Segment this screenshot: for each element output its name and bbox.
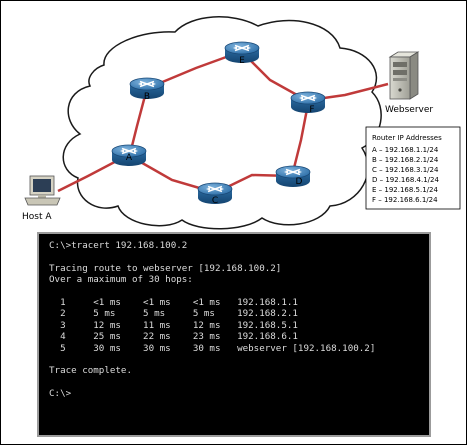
svg-text:C: C: [212, 196, 218, 206]
ip-line-c: C – 192.168.3.1/24: [372, 166, 439, 174]
terminal-line: 2 5 ms 5 ms 5 ms 192.168.2.1: [49, 308, 298, 320]
router-c: C: [197, 182, 233, 206]
host-computer-icon: [24, 175, 61, 206]
webserver-label: Webserver: [385, 105, 433, 115]
ip-line-d: D – 192.168.4.1/24: [372, 176, 439, 184]
router-b: B: [129, 77, 165, 102]
terminal-line: Over a maximum of 30 hops:: [49, 274, 193, 286]
terminal-line: C:\>tracert 192.168.100.2: [49, 240, 188, 251]
network-diagram: A B C D E F Host A Webserver Router IP A…: [22, 16, 461, 230]
host-label: Host A: [22, 212, 52, 222]
terminal-line: Trace complete.: [49, 365, 132, 377]
svg-text:F: F: [309, 105, 314, 115]
router-e: E: [224, 41, 260, 66]
router-f: F: [290, 91, 326, 115]
terminal-prompt: C:\>: [49, 388, 72, 400]
svg-text:D: D: [296, 177, 303, 187]
link-a-b: [128, 91, 148, 155]
terminal-line: 3 12 ms 11 ms 12 ms 192.168.5.1: [49, 319, 298, 331]
link-d-f: [290, 103, 310, 177]
svg-text:A: A: [126, 153, 133, 163]
terminal-line: 1 <1 ms <1 ms <1 ms 192.168.1.1: [49, 297, 298, 309]
svg-text:B: B: [144, 92, 150, 102]
ip-line-f: F – 192.168.6.1/24: [372, 196, 438, 204]
terminal-line: 5 30 ms 30 ms 30 ms webserver [192.168.1…: [49, 342, 376, 354]
terminal-line: Tracing route to webserver [192.168.100.…: [49, 262, 282, 274]
webserver-icon: [388, 51, 420, 100]
terminal-line: 4 25 ms 22 ms 23 ms 192.168.6.1: [49, 331, 298, 343]
ip-line-e: E – 192.168.5.1/24: [372, 186, 438, 194]
router-d: D: [275, 165, 311, 188]
ip-box-title: Router IP Addresses: [372, 134, 442, 142]
router-a: A: [111, 144, 147, 167]
ip-line-b: B – 192.168.2.1/24: [372, 156, 439, 164]
terminal-window: C:\>tracert 192.168.100.2 Tracing route …: [37, 232, 431, 437]
router-ip-box: Router IP Addresses A – 192.168.1.1/24 B…: [365, 126, 461, 210]
terminal-output: C:\>tracert 192.168.100.2 Tracing route …: [39, 234, 429, 406]
ip-line-a: A – 192.168.1.1/24: [372, 146, 439, 154]
svg-text:E: E: [239, 56, 245, 66]
